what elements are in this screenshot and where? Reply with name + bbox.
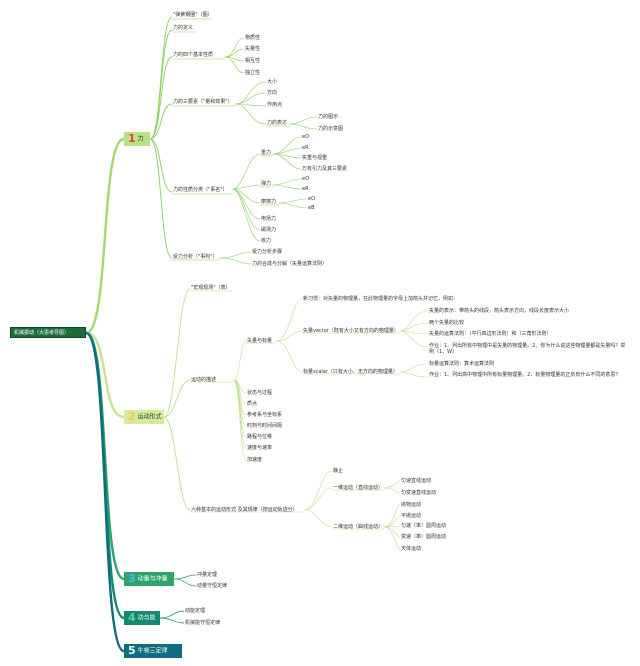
root-node[interactable]: 机械振动（大思考导图） [10,327,86,338]
vector-scalar-node[interactable]: 矢量与标量 [247,338,273,344]
force-analysis-item[interactable]: 受力分析步骤 [252,249,283,255]
friction-node[interactable]: 摩擦力 [261,199,277,205]
motion-2d-item[interactable]: 平抛运动 [401,513,422,519]
force-property-item[interactable]: 矢量性 [245,46,261,52]
momentum-item-impulse-theorem[interactable]: 冲量定理 [197,572,218,578]
scalar-detail-item[interactable]: 标量运算法则：算术运算法则 [429,361,495,367]
motion-1d-item[interactable]: 匀速直线运动 [401,478,432,484]
energy-item-kinetic-theorem[interactable]: 动能定理 [185,608,206,614]
elastic-sub-item[interactable]: eR [302,186,309,192]
motion-concept-item[interactable]: 路程与位移 [247,434,273,440]
branch-label: 功与能 [137,614,156,622]
electric-force-node[interactable]: 电场力 [261,216,277,222]
vector-homework-item[interactable]: 作业：1、列出所有中物理中是矢量的物理量。2、你为什么说这些物理量都是矢量吗？举… [429,343,626,355]
force-expression-item[interactable]: 力的图示 [318,114,339,120]
force-expression-node[interactable]: 力的表达 [267,120,288,126]
force-analysis-item[interactable]: 力的合成与分解（矢量运算法则） [252,261,328,267]
motion-2d-item[interactable]: 天体运动 [401,546,422,552]
motion-item-description[interactable]: 运动的描述 [191,377,217,383]
motion-form-1d[interactable]: 一维运动（直线运动） [333,485,384,491]
motion-concept-item[interactable]: 速度与速率 [247,445,273,451]
motion-form-2d[interactable]: 二维运动（曲线运动） [333,524,384,530]
branch-number: 4 [128,611,136,624]
new-habit-note[interactable]: 新习惯：对矢量的物理量，在此物理量的字母上加箭头并记忆，例如： [303,296,459,302]
force-property-item[interactable]: 独立性 [245,70,261,76]
force-item-spring-ring[interactable]: "弹簧钢圈"（图） [173,12,213,18]
motion-concept-item[interactable]: 参考系与坐标系 [247,412,283,418]
branch-label: 运动形式 [137,413,162,421]
gravity-node[interactable]: 重力 [261,150,272,156]
vector-definition-node[interactable]: 矢量vector（既有大小又有方向的物理量） [303,328,399,334]
force-element-item[interactable]: 作用点 [267,102,283,108]
vector-detail-item[interactable]: 两个矢量的比较 [429,320,465,326]
elastic-force-node[interactable]: 弹力 [261,181,272,187]
motion-2d-item[interactable]: 匀速（率）圆周运动 [401,523,447,529]
branch-number: 3 [128,572,136,585]
force-property-item[interactable]: 相互性 [245,58,261,64]
motion-item-six-forms[interactable]: 六种基本的运动形式 及其规律（按运动轨迹分） [191,507,298,513]
nuclear-force-node[interactable]: 核力 [261,238,272,244]
branch-number: 5 [128,644,136,657]
force-item-definition[interactable]: 力的定义 [173,25,194,31]
force-expression-item[interactable]: 力的示意图 [318,126,344,132]
motion-2d-item[interactable]: 变速（率）圆周运动 [401,534,447,540]
motion-concept-item[interactable]: 时刻与时间间隔 [247,423,283,429]
friction-sub-item[interactable]: eB [308,205,315,211]
motion-concept-item[interactable]: 质点 [247,401,258,407]
branch-number: 2 [128,410,136,423]
force-element-item[interactable]: 方向 [267,90,278,96]
gravity-sub-item[interactable]: eO [302,134,310,140]
motion-concept-item[interactable]: 加速度 [247,457,263,463]
force-item-three-elements[interactable]: 力的三要素（"量和效果"） [173,99,233,105]
force-item-analysis[interactable]: 受力分析（"事判"） [173,254,218,260]
motion-concept-item[interactable]: 状态与过程 [247,390,273,396]
energy-item-mech-conservation[interactable]: 机械能守恒定律 [185,620,221,626]
gravity-sub-item[interactable]: 实重与视重 [302,155,328,161]
force-item-classification[interactable]: 力的性质分类（"事名"） [173,187,228,193]
branch-number: 1 [128,132,136,145]
motion-form-static[interactable]: 静止 [333,468,344,474]
scalar-definition-node[interactable]: 标量scalar（只有大小、无方向的物理量） [303,369,398,375]
branch-label: 力 [137,135,144,143]
momentum-item-conservation[interactable]: 动量守恒定律 [197,583,228,589]
gravity-sub-item[interactable]: eR [302,145,309,151]
motion-1d-item[interactable]: 匀变速直线运动 [401,490,437,496]
motion-2d-item[interactable]: 抛物运动 [401,502,422,508]
elastic-sub-item[interactable]: eO [302,176,310,182]
vector-detail-item[interactable]: 矢量的表示：带箭头的线段，箭头表示方向，线段长度表示大小 [429,308,570,314]
force-element-item[interactable]: 大小 [267,79,278,85]
scalar-homework-item[interactable]: 作业：1、列出高中物理中所有标量物理量。2、标量物理量的正负有什么不同的意思？ [429,372,621,378]
magnetic-force-node[interactable]: 磁场力 [261,227,277,233]
branch-label: 牛顿三定律 [137,647,168,655]
gravity-sub-item[interactable]: 万有引力及其三要素 [302,166,348,172]
vector-detail-item[interactable]: 矢量的运算法则：（平行四边形法则）和（三角形法则） [429,331,552,337]
force-property-item[interactable]: 物质性 [245,35,261,41]
branch-label: 动量与冲量 [137,575,168,583]
motion-item-macro[interactable]: "宏观现场"（表） [191,285,231,291]
force-item-four-properties[interactable]: 力的四个基本性质 [173,52,214,58]
friction-sub-item[interactable]: eO [308,196,316,202]
